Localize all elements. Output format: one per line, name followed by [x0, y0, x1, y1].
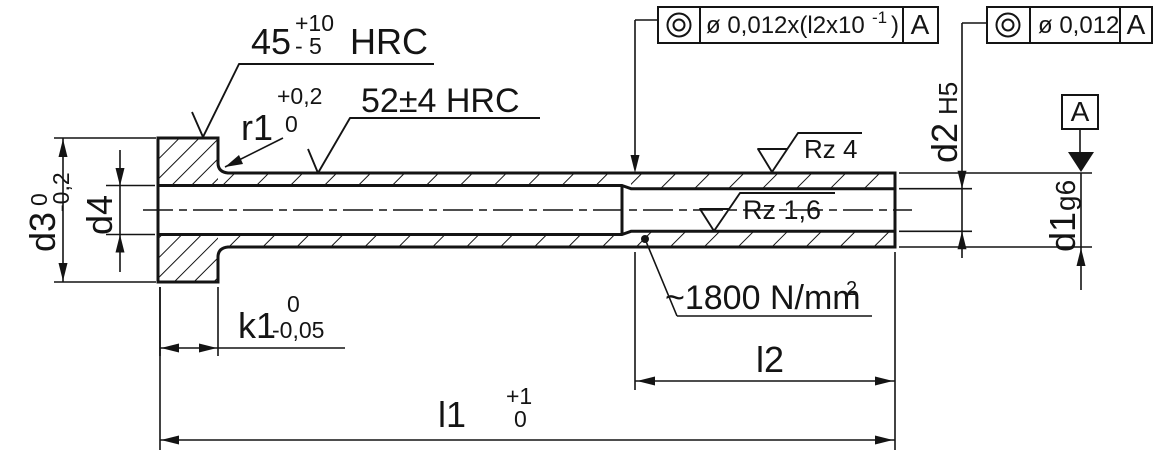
l1-arrow-right — [875, 435, 893, 445]
wall-hatch-top-right — [631, 173, 895, 189]
roughness-triangle-icon — [757, 132, 862, 173]
roughness-check-icon — [307, 117, 540, 174]
dimension-d4: d4 — [79, 150, 155, 272]
head-hardness-tol-lower: - 5 — [295, 33, 322, 59]
d3-tol-lower: -0,2 — [48, 172, 74, 212]
note-head-hardness: 45 +10 - 5 HRC — [191, 10, 434, 138]
roughness-triangle-icon — [699, 192, 835, 232]
datum-label: A — [1071, 96, 1090, 127]
l1-tol-lower: 0 — [514, 406, 527, 432]
d2-arrow-up — [957, 231, 967, 250]
l2-label: l2 — [756, 339, 784, 380]
d3-arrow-down — [58, 263, 68, 281]
d1-lines — [899, 129, 1092, 290]
d2-fit-label: H5 — [933, 82, 963, 115]
note-roughness-bore: Rz 1,6 — [699, 192, 835, 232]
note-surface-hardness: 52±4 HRC — [307, 82, 540, 174]
head-hatch-bottom — [158, 234, 218, 282]
fcf1-leader-arrow — [630, 155, 640, 173]
r1-leader-arrow — [225, 155, 243, 167]
d3-tol-upper: 0 — [26, 193, 52, 206]
concentricity-icon — [995, 12, 1021, 38]
l2-arrow-left — [637, 376, 655, 386]
r1-tol-lower: 0 — [285, 111, 298, 137]
head-hardness-tol-upper: +10 — [295, 10, 334, 36]
fcf1-datum: A — [911, 9, 930, 40]
fcf2-value: ø 0,012 — [1038, 12, 1119, 39]
fcf2-frame — [986, 6, 1153, 44]
dimension-k1: k1 0 -0,05 — [159, 287, 345, 356]
l1-lines — [159, 252, 896, 450]
tensile-sup: 2 — [846, 278, 857, 300]
datum-box — [1061, 94, 1099, 130]
note-tensile-strength: ~1800 N/mm 2 — [641, 235, 872, 317]
fcf-concentricity-2: ø 0,012 A — [962, 6, 1153, 44]
part-section — [143, 136, 912, 284]
fcf1-frame — [657, 6, 939, 44]
tensile-value: ~1800 N/mm — [665, 279, 861, 317]
d1-fit-label: g6 — [1050, 180, 1081, 211]
d3-lines — [54, 137, 156, 283]
d3-label: d3 — [22, 212, 63, 252]
tensile-leader — [644, 238, 872, 317]
d2-lines — [899, 23, 972, 258]
l1-label: l1 — [438, 394, 466, 435]
k1-tol-upper: 0 — [287, 291, 300, 317]
d4-arrow-up — [115, 234, 125, 253]
fcf2-datum: A — [1127, 9, 1146, 40]
part-outline — [156, 136, 897, 284]
l2-lines — [634, 252, 895, 390]
roughness-bore-value: Rz 1,6 — [743, 195, 821, 225]
fcf1-value-sup: -1 — [872, 8, 887, 27]
wall-hatch-bottom-right — [631, 231, 895, 247]
d4-label: d4 — [79, 195, 120, 235]
head-hatch-top — [158, 138, 218, 186]
dimension-l2: l2 — [634, 252, 895, 390]
r1-label: r1 — [241, 107, 273, 148]
note-edge-radius: r1 +0,2 0 — [224, 83, 322, 168]
fcf2-dividers — [1029, 7, 1121, 43]
k1-arrow-left — [161, 343, 179, 353]
k1-label: k1 — [238, 305, 276, 346]
d1-arrow-up — [1076, 248, 1086, 266]
fcf1-value-close: ) — [891, 12, 899, 39]
fcf1-value: ø 0,012x(l2x10 — [706, 12, 865, 39]
dimension-d1-datum-a: A d1 g6 — [899, 94, 1099, 290]
l1-arrow-left — [161, 435, 179, 445]
d3-arrow-up — [58, 139, 68, 157]
surface-hardness-value: 52±4 HRC — [361, 82, 520, 120]
l2-arrow-right — [875, 376, 893, 386]
head-hardness-value: 45 — [251, 21, 291, 62]
dimension-d2: d2 H5 — [899, 23, 972, 258]
d1-label: d1 — [1042, 212, 1083, 252]
r1-tol-upper: +0,2 — [277, 83, 322, 109]
datum-triangle-icon — [1068, 152, 1094, 172]
fcf1-dividers — [699, 7, 904, 43]
fcf1-leader — [634, 19, 658, 158]
d2-label: d2 — [924, 123, 965, 163]
k1-arrow-right — [199, 343, 217, 353]
concentricity-icon — [666, 12, 692, 38]
dimension-d3: d3 0 -0,2 — [22, 137, 156, 283]
fcf-concentricity-1: ø 0,012x(l2x10 -1 ) A — [630, 6, 939, 173]
note-roughness-outer: Rz 4 — [757, 132, 862, 173]
d4-arrow-down — [115, 168, 125, 186]
d2-arrow-down — [957, 170, 967, 189]
dimension-l1: l1 +1 0 — [159, 252, 896, 450]
roughness-check-icon — [191, 63, 434, 138]
l1-tol-upper: +1 — [506, 383, 532, 409]
roughness-outer-value: Rz 4 — [804, 134, 857, 164]
wall-hatch-bottom-left — [222, 234, 622, 247]
k1-tol-lower: -0,05 — [272, 317, 324, 343]
wall-hatch-top-left — [222, 173, 622, 186]
head-hardness-unit: HRC — [350, 21, 428, 62]
